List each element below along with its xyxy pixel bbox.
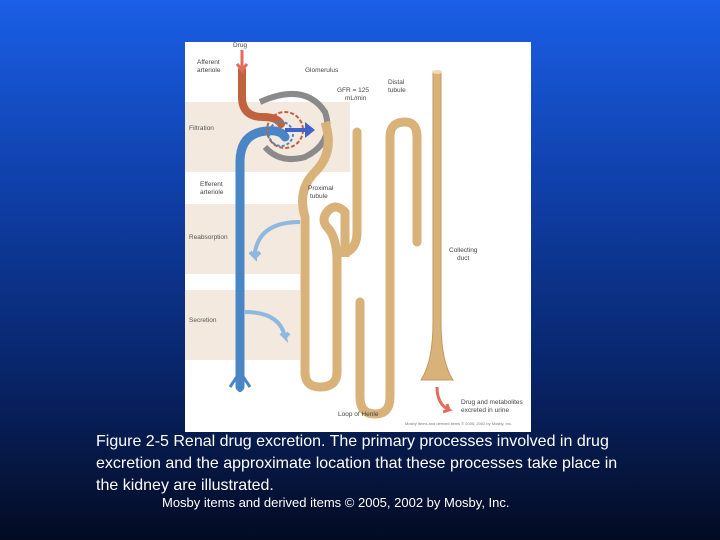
figure-credit: Mosby items and derived items © 2005, 20… — [405, 421, 512, 426]
afferent-label-2: arteriole — [197, 67, 221, 74]
glomerulus-label: Glomerulus — [305, 67, 339, 74]
diagram-canvas: Drug Afferent arteriole Glomerulus GFR =… — [185, 42, 531, 432]
collecting-label-1: Collecting — [449, 247, 478, 254]
drug-arrow — [237, 50, 247, 70]
urine-label-2: excreted in urine — [461, 407, 509, 414]
copyright-line: Mosby items and derived items © 2005, 20… — [162, 495, 510, 510]
filtration-label: Filtration — [189, 125, 214, 132]
distal-label-1: Distal — [388, 79, 405, 86]
efferent-label-2: arteriole — [200, 189, 224, 196]
collecting-label-2: duct — [457, 255, 469, 262]
gfr-label-2: mL/min — [345, 95, 367, 102]
proximal-label-2: tubule — [310, 193, 328, 200]
efferent-label-1: Efferent — [200, 181, 223, 188]
renal-excretion-diagram: Drug Afferent arteriole Glomerulus GFR =… — [185, 42, 531, 432]
duct-top — [432, 70, 442, 74]
collecting-duct — [421, 72, 453, 380]
reabsorption-label: Reabsorption — [189, 234, 228, 241]
gfr-label-1: GFR = 125 — [337, 87, 369, 94]
afferent-label-1: Afferent — [197, 59, 220, 66]
distal-label-2: tubule — [388, 87, 406, 94]
loop-of-henle — [347, 132, 390, 414]
secretion-label: Secretion — [189, 317, 217, 324]
urine-arrow — [437, 387, 449, 412]
proximal-label-1: Proximal — [308, 185, 334, 192]
loop-label: Loop of Henle — [338, 411, 379, 418]
urine-label-1: Drug and metabolites — [461, 399, 524, 406]
drug-label: Drug — [233, 42, 247, 49]
figure-caption: Figure 2-5 Renal drug excretion. The pri… — [96, 431, 636, 497]
